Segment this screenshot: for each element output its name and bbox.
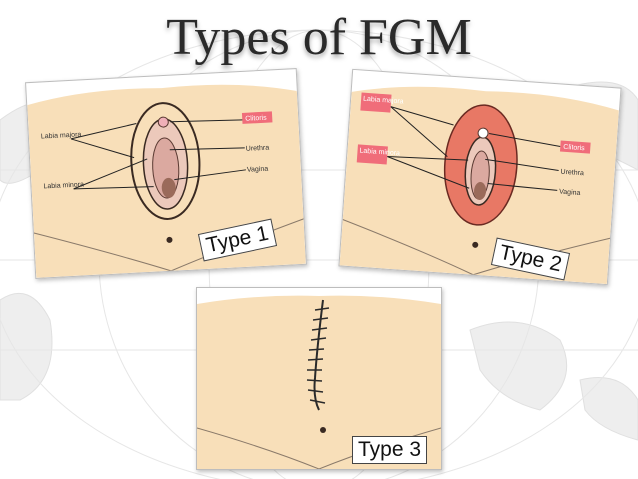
label-labia-majora: Labia majora	[363, 96, 404, 106]
type-3-illustration	[197, 295, 441, 469]
page-title: Types of FGM	[166, 9, 472, 66]
type-3-diagram	[196, 287, 442, 470]
type-2-illustration: Labia majora Labia minora Clitoris Ureth…	[339, 86, 619, 285]
label-vagina: Vagina	[559, 189, 581, 197]
clitoris-shape	[157, 116, 169, 128]
label-urethra: Urethra	[560, 169, 584, 178]
clitoris-label-box	[241, 111, 273, 124]
vaginal-opening	[161, 177, 176, 198]
anus-mark	[472, 241, 479, 248]
clitoris-label-box	[559, 140, 591, 154]
label-vagina: Vagina	[247, 166, 269, 174]
label-labia-minora: Labia minora	[359, 148, 400, 158]
clitoris-shape	[477, 127, 489, 139]
label-labia-minora: Labia minora	[43, 181, 84, 190]
skin-area	[197, 295, 441, 469]
labia-minora-label-box	[356, 144, 388, 165]
label-clitoris: Clitoris	[563, 144, 585, 153]
label-labia-majora: Labia majora	[41, 131, 82, 140]
label-urethra: Urethra	[246, 145, 270, 153]
thigh-crease	[342, 219, 611, 276]
anus-mark	[166, 236, 173, 243]
vaginal-opening	[474, 182, 487, 201]
type-2-diagram: Labia majora Labia minora Clitoris Ureth…	[338, 68, 622, 286]
suture-marks	[306, 307, 330, 404]
label-clitoris: Clitoris	[245, 115, 267, 123]
anus-mark	[320, 427, 326, 433]
labia-majora-label-box	[360, 92, 392, 113]
type-3-tag: Type 3	[352, 436, 428, 464]
